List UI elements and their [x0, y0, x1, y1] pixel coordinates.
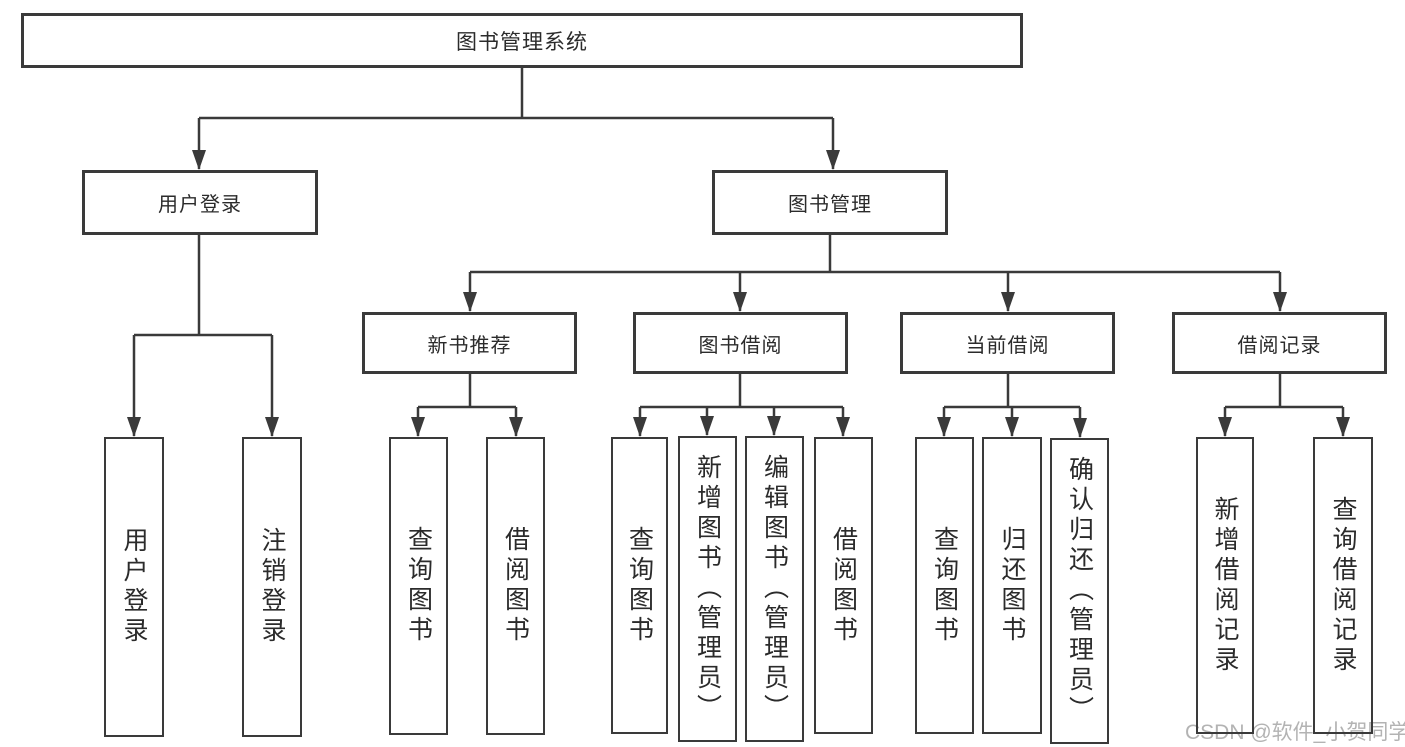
node-book-borrow: 图书借阅: [633, 312, 848, 374]
leaf-query-books-recommend: 查询图书: [389, 437, 448, 735]
leaf-user-login-label: 用户登录: [120, 527, 148, 647]
node-new-book-recommend: 新书推荐: [362, 312, 577, 374]
leaf-query-books-current: 查询图书: [915, 437, 974, 734]
leaf-confirm-return-admin-label: 确认归还（管理员）: [1065, 456, 1094, 726]
node-current-borrow: 当前借阅: [900, 312, 1115, 374]
leaf-user-login: 用户登录: [104, 437, 164, 737]
leaf-return-book-label: 归还图书: [998, 525, 1026, 646]
leaf-logout-label: 注销登录: [258, 527, 286, 647]
leaf-query-borrow-record: 查询借阅记录: [1313, 437, 1373, 734]
leaf-confirm-return-admin: 确认归还（管理员）: [1050, 438, 1109, 744]
node-user-login: 用户登录: [82, 170, 318, 235]
leaf-query-books-borrow: 查询图书: [611, 437, 668, 734]
leaf-add-borrow-record: 新增借阅记录: [1196, 437, 1254, 734]
leaf-query-books-current-label: 查询图书: [930, 525, 959, 646]
root-node-library-system: 图书管理系统: [21, 13, 1023, 68]
leaf-borrow-books-recommend-label: 借阅图书: [501, 526, 530, 646]
leaf-add-book-admin-label: 新增图书（管理员）: [693, 454, 722, 724]
leaf-add-book-admin: 新增图书（管理员）: [678, 436, 737, 742]
leaf-logout: 注销登录: [242, 437, 302, 737]
node-book-management: 图书管理: [712, 170, 948, 235]
node-borrow-records: 借阅记录: [1172, 312, 1387, 374]
leaf-borrow-books-borrow-label: 借阅图书: [829, 525, 858, 646]
leaf-borrow-books-recommend: 借阅图书: [486, 437, 545, 735]
leaf-borrow-books-borrow: 借阅图书: [814, 437, 873, 734]
csdn-watermark: CSDN @软件_小贺同学: [1185, 721, 1405, 744]
leaf-add-borrow-record-label: 新增借阅记录: [1211, 495, 1239, 676]
leaf-query-books-recommend-label: 查询图书: [404, 526, 433, 646]
leaf-edit-book-admin: 编辑图书（管理员）: [745, 436, 804, 742]
leaf-query-borrow-record-label: 查询借阅记录: [1329, 495, 1357, 676]
leaf-edit-book-admin-label: 编辑图书（管理员）: [760, 454, 789, 724]
leaf-return-book: 归还图书: [982, 437, 1042, 734]
leaf-query-books-borrow-label: 查询图书: [625, 525, 654, 646]
